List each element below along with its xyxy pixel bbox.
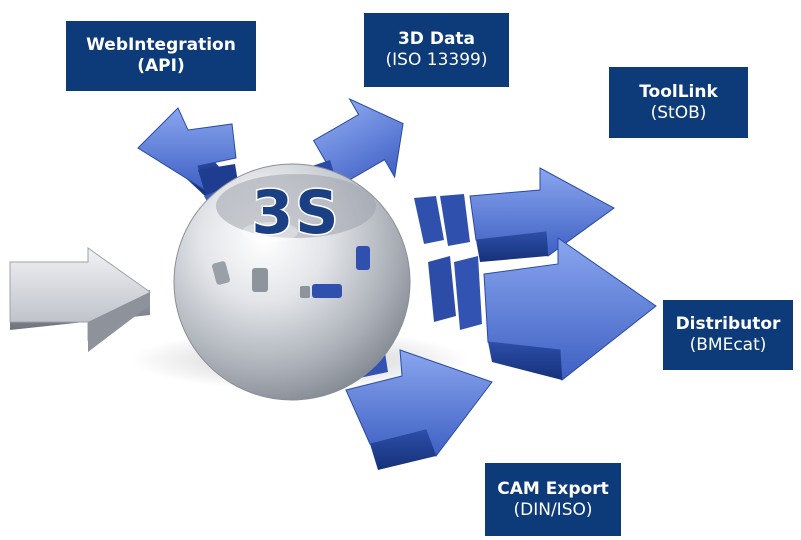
node-camexport: CAM Export (DIN/ISO) (485, 463, 621, 536)
node-subtitle: (StOB) (650, 102, 707, 123)
hub-sphere (173, 163, 411, 401)
arrow-to-toollink (414, 167, 615, 262)
node-subtitle: (ISO 13399) (385, 50, 488, 70)
node-toollink: ToolLink (StOB) (609, 67, 748, 138)
node-title: WebIntegration (86, 35, 236, 56)
node-subtitle: (BMEcat) (689, 335, 767, 355)
hub-label: 3S (250, 177, 341, 250)
node-subtitle: (DIN/ISO) (513, 499, 593, 520)
node-subtitle: (API) (137, 56, 185, 76)
arrow-to-distributor (428, 237, 657, 381)
node-title: 3D Data (397, 29, 476, 50)
input-arrow (9, 247, 151, 352)
node-distributor: Distributor (BMEcat) (663, 300, 793, 370)
node-webintegration: WebIntegration (API) (66, 21, 256, 91)
node-title: CAM Export (497, 478, 609, 499)
node-title: ToolLink (639, 81, 718, 102)
node-3ddata: 3D Data (ISO 13399) (364, 13, 509, 87)
node-title: Distributor (675, 314, 781, 335)
